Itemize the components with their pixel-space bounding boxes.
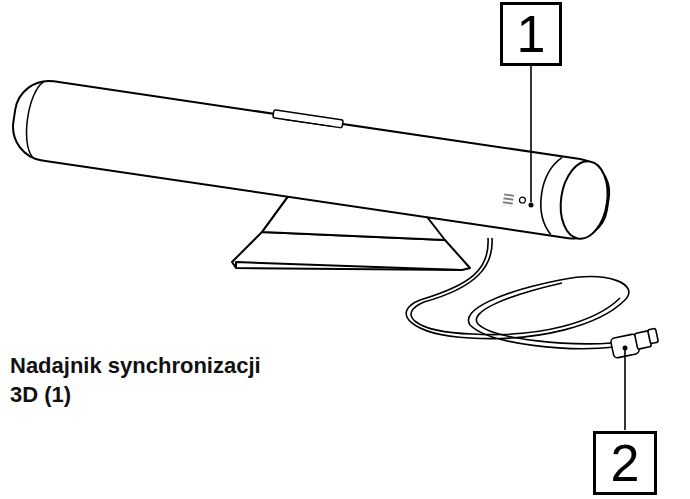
- callout-number: 1: [517, 8, 546, 60]
- callout-number: 2: [611, 437, 640, 489]
- plug: [610, 328, 658, 358]
- callout-box: 2: [593, 431, 657, 495]
- leader-line: [530, 66, 532, 202]
- callout-box: 1: [500, 2, 562, 66]
- part-name: Nadajnik synchronizacji 3D (1): [10, 352, 280, 409]
- leader-line: [624, 350, 626, 430]
- leader-dot: [623, 346, 628, 351]
- leader-dot: [529, 203, 534, 208]
- transmitter-bar: [8, 72, 614, 243]
- cable: [406, 238, 629, 349]
